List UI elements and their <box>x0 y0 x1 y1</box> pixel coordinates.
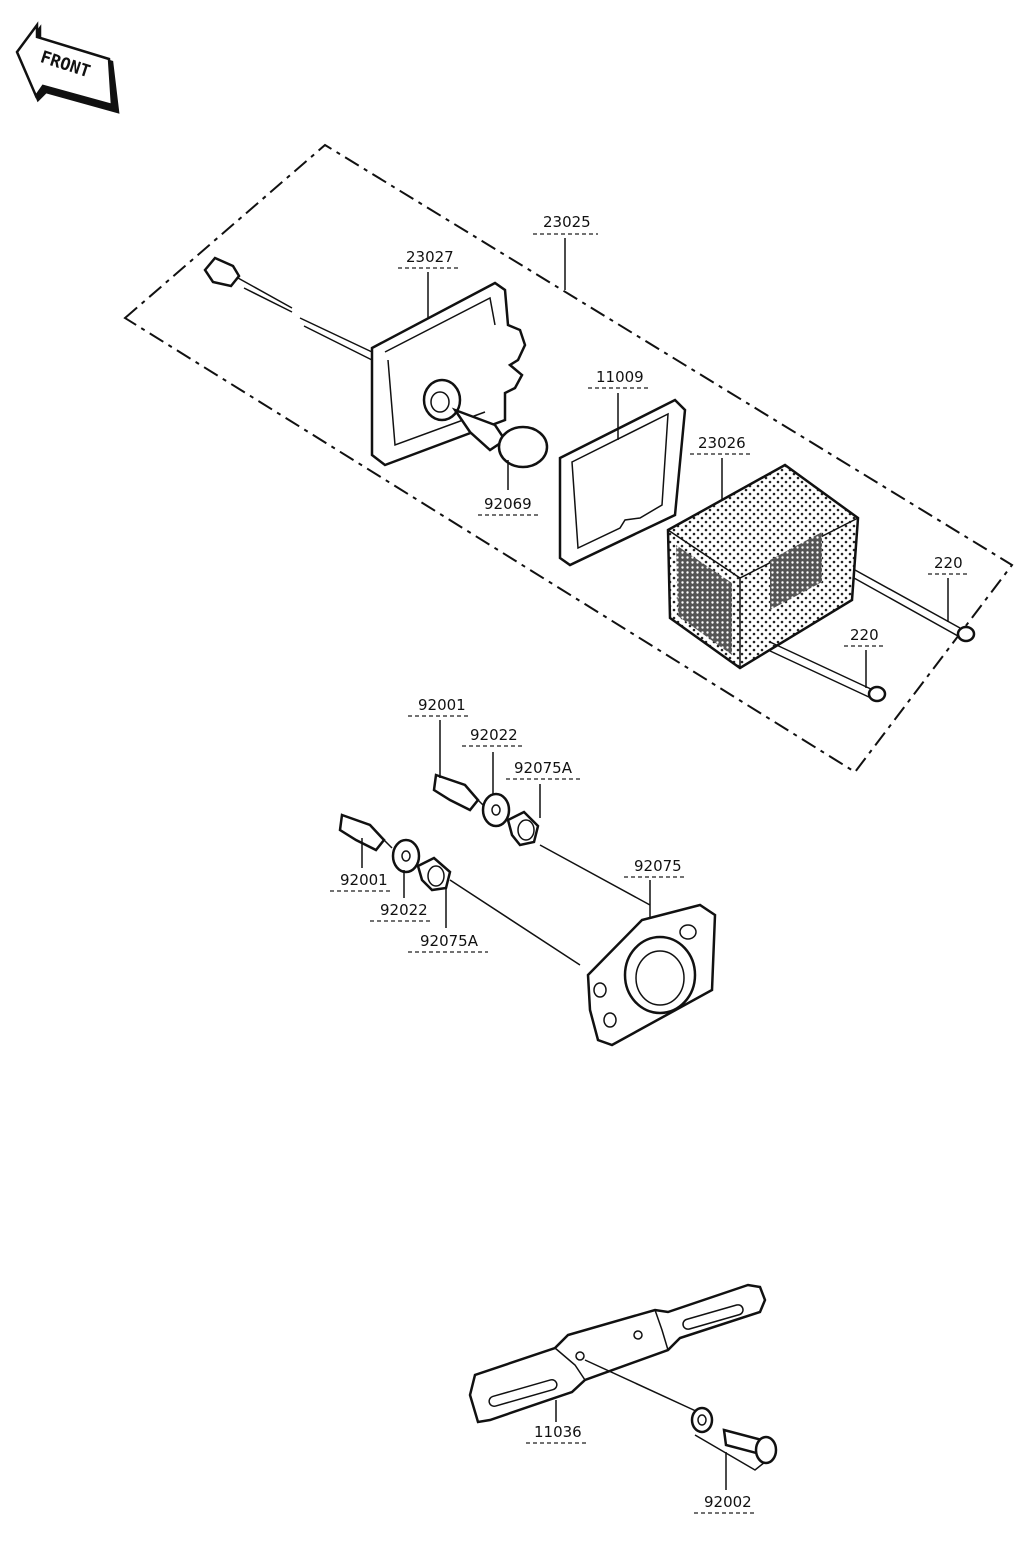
label-11036: 11036 <box>534 1423 582 1441</box>
label-92069: 92069 <box>484 495 532 513</box>
label-92022-upper: 92022 <box>470 726 518 744</box>
upper-fastener-stack <box>432 773 540 847</box>
lower-fastener-stack <box>338 813 452 892</box>
label-92075a-upper: 92075A <box>514 759 573 777</box>
label-92001-lower: 92001 <box>340 871 388 889</box>
wire-connector <box>203 256 373 361</box>
gasket <box>558 398 687 567</box>
label-92002: 92002 <box>704 1493 752 1511</box>
label-92022-lower: 92022 <box>380 901 428 919</box>
label-23027: 23027 <box>406 248 454 266</box>
label-92075: 92075 <box>634 857 682 875</box>
license-bracket <box>468 1283 767 1424</box>
assembly-outline <box>123 143 1014 774</box>
lens-screws <box>767 569 976 703</box>
callout-labels: 23025 23027 11009 92069 23026 220 220 92… <box>330 213 968 1514</box>
mount-plate <box>449 844 717 1047</box>
label-220-upper: 220 <box>934 554 963 572</box>
label-23026: 23026 <box>698 434 746 452</box>
bulb <box>451 407 549 469</box>
label-92001-upper: 92001 <box>418 696 466 714</box>
lens <box>666 463 860 670</box>
leader-lines <box>361 238 949 1490</box>
label-23025: 23025 <box>543 213 591 231</box>
label-11009: 11009 <box>596 368 644 386</box>
bracket-bolt <box>690 1406 778 1471</box>
label-92075a-lower: 92075A <box>420 932 479 950</box>
front-arrow-icon: FRONT <box>15 21 120 114</box>
socket-base <box>370 281 527 467</box>
label-220-lower: 220 <box>850 626 879 644</box>
